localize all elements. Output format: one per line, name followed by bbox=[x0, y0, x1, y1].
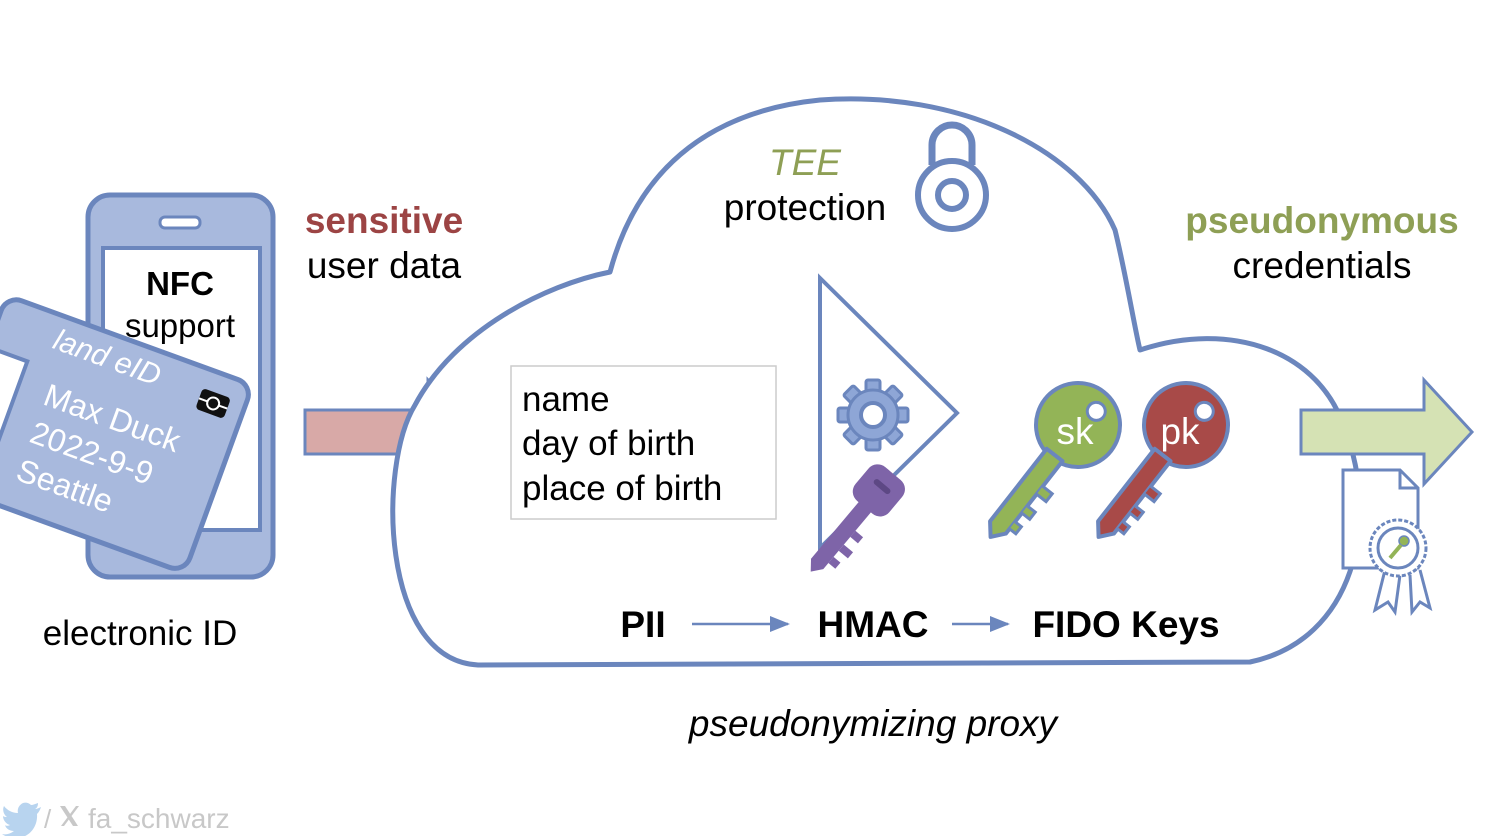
sk-label: sk bbox=[1057, 411, 1095, 452]
nfc-chip-icon bbox=[196, 389, 230, 418]
footer-handle: fa_schwarz bbox=[88, 803, 230, 834]
pipeline-step-pii: PII bbox=[620, 604, 665, 645]
twitter-bird-icon bbox=[2, 802, 41, 836]
gear-icon bbox=[836, 378, 910, 452]
sensitive-label: sensitive bbox=[305, 200, 463, 241]
phone-nfc-subtitle: support bbox=[125, 307, 235, 344]
protection-label: protection bbox=[724, 187, 887, 228]
proxy-caption: pseudonymizing proxy bbox=[688, 703, 1060, 744]
certificate-icon bbox=[1341, 468, 1433, 617]
phone-nfc-title: NFC bbox=[146, 265, 214, 302]
footer-separator: / bbox=[44, 804, 52, 834]
electronic-id-caption: electronic ID bbox=[43, 614, 238, 653]
pipeline-step-hmac: HMAC bbox=[818, 604, 929, 645]
field-day-of-birth: day of birth bbox=[522, 424, 695, 463]
pk-label: pk bbox=[1160, 411, 1200, 452]
public-key-icon bbox=[1096, 381, 1230, 539]
lock-icon bbox=[915, 121, 989, 232]
field-place-of-birth: place of birth bbox=[522, 469, 722, 508]
output-arrow bbox=[1299, 376, 1475, 488]
field-name: name bbox=[522, 380, 610, 419]
x-logo-icon bbox=[60, 806, 79, 826]
id-card: land eID Max Duck 2022-9-9 Seattle bbox=[0, 297, 251, 571]
pipeline-step-fido-keys: FIDO Keys bbox=[1032, 604, 1219, 645]
secret-key-icon bbox=[988, 381, 1122, 539]
credentials-label: credentials bbox=[1233, 245, 1412, 286]
user-data-label: user data bbox=[307, 245, 462, 286]
tee-label: TEE bbox=[769, 142, 842, 183]
hmac-key-icon bbox=[810, 464, 905, 572]
pii-fields-box bbox=[510, 365, 777, 520]
pseudonymous-label: pseudonymous bbox=[1185, 200, 1458, 241]
